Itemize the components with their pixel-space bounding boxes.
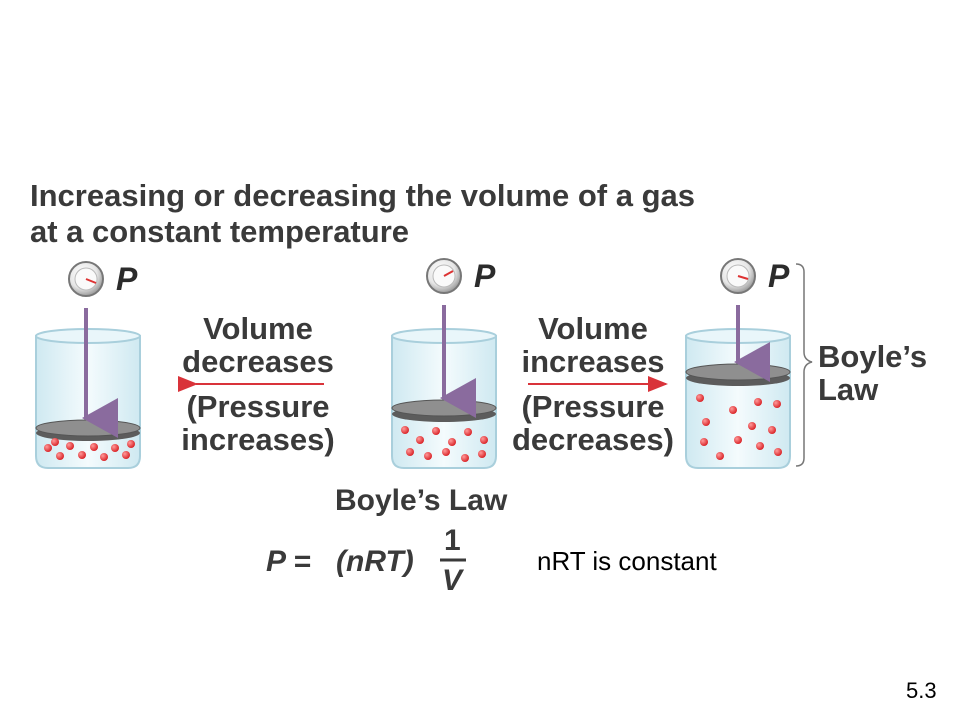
gauge-3-icon bbox=[720, 258, 756, 294]
left-caption-line-2: decreases bbox=[182, 344, 334, 379]
constant-note: nRT is constant bbox=[537, 546, 717, 576]
page-title: Increasing or decreasing the volume of a… bbox=[30, 178, 695, 250]
left-caption-line-4: increases) bbox=[181, 422, 335, 457]
right-caption-line-1: Volume bbox=[538, 311, 648, 346]
title-line-2: at a constant temperature bbox=[30, 214, 409, 249]
right-caption-line-3: (Pressure bbox=[521, 389, 665, 424]
pressure-label-1: P bbox=[116, 261, 138, 297]
bracket bbox=[795, 263, 813, 467]
gas-molecules-expanded bbox=[696, 394, 782, 460]
side-law-line-1: Boyle’s bbox=[818, 339, 928, 374]
right-caption-line-4: decreases) bbox=[511, 422, 674, 457]
piston-compressed bbox=[35, 419, 141, 441]
left-caption-line-3: (Pressure bbox=[186, 389, 330, 424]
equation-heading: Boyle’s Law bbox=[335, 484, 508, 517]
left-caption-line-1: Volume bbox=[203, 311, 313, 346]
side-law-label: Boyle’s Law bbox=[818, 340, 927, 406]
pressure-label-2: P bbox=[474, 258, 496, 294]
right-caption-line-2: increases bbox=[521, 344, 665, 379]
equation-denominator: V bbox=[442, 564, 463, 597]
gas-molecules-compressed bbox=[44, 438, 135, 461]
side-law-line-2: Law bbox=[818, 372, 879, 407]
pressure-label-3: P bbox=[768, 258, 790, 294]
piston-middle bbox=[391, 399, 497, 422]
title-line-1: Increasing or decreasing the volume of a… bbox=[30, 178, 695, 213]
equation-factor: (nRT) bbox=[336, 545, 414, 578]
equation-lhs: P = bbox=[266, 545, 311, 578]
piston-expanded bbox=[685, 363, 791, 386]
gas-molecules-middle bbox=[401, 426, 488, 462]
left-caption: Volume decreases (Pressure increases) bbox=[168, 312, 348, 456]
gauge-2-icon bbox=[426, 258, 462, 294]
slide-number: 5.3 bbox=[906, 678, 937, 703]
right-caption: Volume increases (Pressure decreases) bbox=[502, 312, 684, 456]
gauge-1-icon bbox=[68, 261, 104, 297]
equation-numerator: 1 bbox=[444, 524, 461, 557]
